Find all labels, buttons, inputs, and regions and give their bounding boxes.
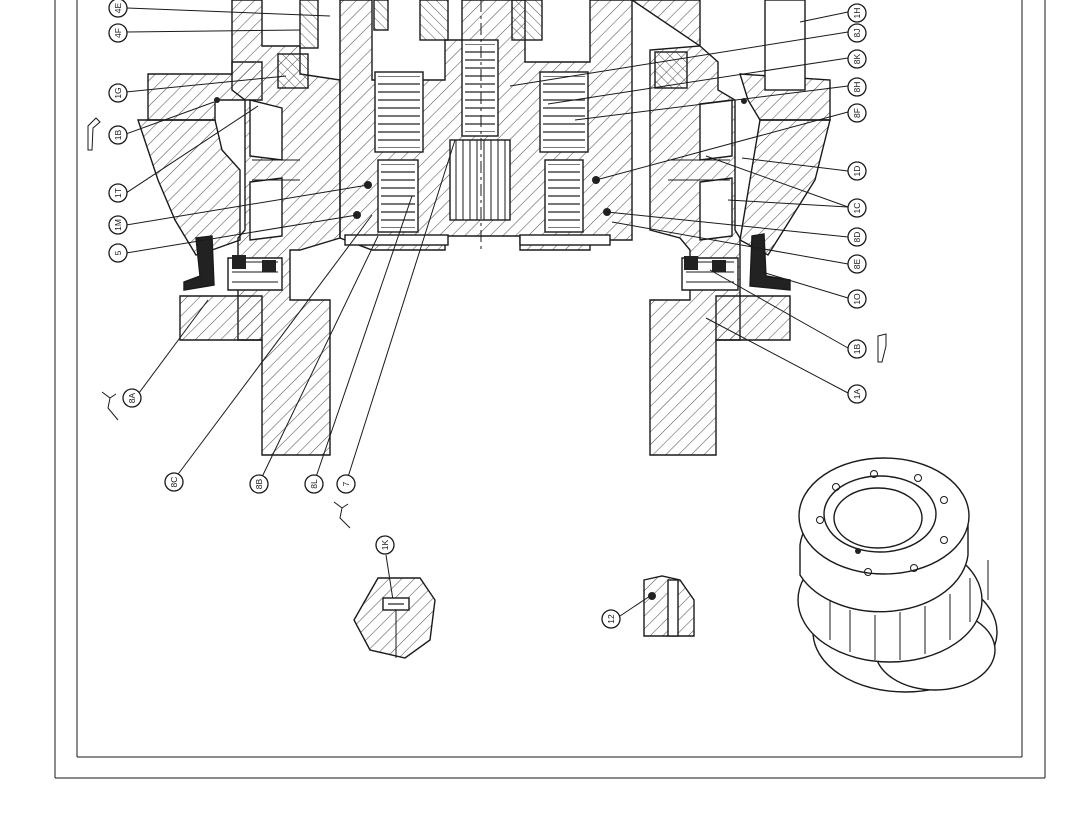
svg-text:1A: 1A [852,388,862,399]
svg-text:1B: 1B [113,129,123,140]
svg-text:1D: 1D [852,166,862,177]
callout-1B-right: 1B [847,339,867,359]
svg-text:1K: 1K [380,539,390,550]
svg-text:7: 7 [341,481,351,486]
callout-4F: 4F [108,23,128,43]
svg-text:8L: 8L [309,479,319,489]
drawing-frame [54,0,1046,779]
svg-text:8D: 8D [852,232,862,243]
svg-text:1T: 1T [113,188,123,198]
svg-text:8F: 8F [852,108,862,118]
svg-text:5: 5 [113,250,123,255]
svg-text:4F: 4F [113,28,123,38]
callout-1G: 1G [108,83,128,103]
callout-1O: 1O [847,289,867,309]
callout-8F: 8F [847,103,867,123]
svg-text:4E: 4E [113,2,123,13]
callout-8H: 8H [847,77,867,97]
pin-detail-icons [87,117,887,529]
svg-text:1O: 1O [852,293,862,305]
svg-text:1B: 1B [852,343,862,354]
callout-8D: 8D [847,227,867,247]
svg-text:8E: 8E [852,258,862,269]
svg-text:8K: 8K [852,53,862,64]
svg-text:12: 12 [606,614,616,624]
svg-text:8A: 8A [127,392,137,403]
callout-1A: 1A [847,384,867,404]
callout-1T: 1T [108,183,128,203]
callout-4E: 4E [108,0,128,18]
callout-1D: 1D [847,161,867,181]
callout-1B-left: 1B [108,125,128,145]
svg-text:1M: 1M [113,219,123,231]
callout-8K: 8K [847,49,867,69]
callout-8B: 8B [249,474,269,494]
svg-text:8J: 8J [852,29,862,38]
callout-12: 12 [601,609,621,629]
callout-8L: 8L [304,474,324,494]
callout-5: 5 [108,243,128,263]
callout-8J: 8J [847,23,867,43]
callout-8E: 8E [847,254,867,274]
central-spindle [214,0,747,251]
svg-text:1G: 1G [113,87,123,98]
detail-1k-section [353,577,436,659]
svg-text:1C: 1C [852,203,862,214]
callout-8C: 8C [164,472,184,492]
hub-left-section [137,0,341,456]
hub-right-section [630,0,831,456]
callout-8A: 8A [122,388,142,408]
callout-1C: 1C [847,198,867,218]
svg-text:8C: 8C [169,477,179,488]
leader-lines [125,7,849,617]
callout-1M: 1M [108,215,128,235]
svg-text:8H: 8H [852,82,862,93]
detail-12-section [643,575,695,637]
svg-text:8B: 8B [254,478,264,489]
callout-1H: 1H [847,3,867,23]
callout-1K: 1K [375,535,395,555]
svg-text:1H: 1H [852,8,862,19]
isometric-hub-view [797,457,998,693]
callout-7: 7 [336,474,356,494]
